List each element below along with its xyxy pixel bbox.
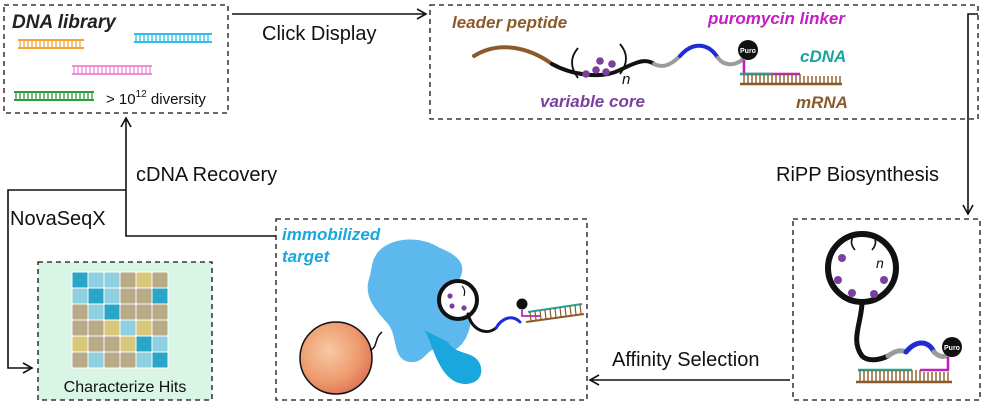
target-label-line2: target bbox=[282, 247, 331, 266]
characterize-hits-label: Characterize Hits bbox=[64, 379, 187, 396]
dna-cyan-duplex bbox=[134, 33, 212, 43]
macrocycle-tail bbox=[854, 299, 891, 363]
macrocycle-ring bbox=[825, 231, 899, 305]
dna-green-duplex bbox=[14, 91, 94, 101]
leader-peptide-chain bbox=[472, 45, 554, 66]
puro-label: Puro bbox=[740, 48, 756, 55]
ring-residues bbox=[834, 254, 888, 298]
dna-pink-duplex bbox=[72, 65, 152, 75]
target-protein-domain bbox=[424, 330, 482, 384]
puro-bead bbox=[738, 40, 758, 60]
hits-heatmap bbox=[71, 271, 169, 369]
target-label-line1: immobilized bbox=[282, 225, 381, 244]
target-protein bbox=[367, 239, 471, 363]
bound-tail bbox=[466, 312, 498, 333]
dna-library-panel: DNA library > 1012 diversity bbox=[3, 4, 229, 114]
cdna-recovery-step: cDNA Recovery bbox=[120, 116, 277, 237]
macro-puromycin-strand bbox=[920, 357, 950, 372]
click-display-step: Click Display bbox=[232, 8, 428, 45]
cdna-label: cDNA bbox=[800, 47, 846, 66]
core-peptide-chain bbox=[550, 59, 656, 78]
puromycin-linker-label: puromycin linker bbox=[707, 9, 846, 28]
bead-tether bbox=[369, 331, 383, 351]
base-pairs bbox=[743, 74, 841, 84]
macro-puro-bead bbox=[942, 337, 962, 357]
ripp-biosynthesis-label: RiPP Biosynthesis bbox=[776, 164, 939, 186]
macro-base-pairs bbox=[859, 370, 949, 382]
spacer-gray-2 bbox=[716, 56, 744, 67]
click-display-label: Click Display bbox=[262, 23, 376, 45]
novaseqx-step: NovaSeqX bbox=[7, 189, 126, 374]
bound-residues bbox=[447, 293, 467, 311]
ring-repeat-n: n bbox=[876, 255, 884, 271]
construct-panel: leader peptide puromycin linker cDNA mRN… bbox=[429, 4, 979, 120]
mrna-label: mRNA bbox=[796, 93, 848, 112]
spacer-gray-1 bbox=[652, 54, 682, 68]
variable-core-residues bbox=[582, 57, 616, 78]
dna-orange-duplex bbox=[18, 39, 84, 49]
dna-library-title: DNA library bbox=[12, 12, 117, 33]
spacer-blue bbox=[678, 43, 720, 60]
bound-blue bbox=[494, 316, 522, 330]
affinity-selection-step: Affinity Selection bbox=[588, 349, 790, 386]
leader-peptide-label: leader peptide bbox=[452, 13, 567, 32]
cdna-recovery-label: cDNA Recovery bbox=[136, 164, 277, 186]
ring-right-paren bbox=[871, 233, 877, 251]
macro-blue bbox=[903, 340, 937, 355]
target-panel: immobilized target bbox=[275, 218, 588, 401]
macro-puro-label: Puro bbox=[944, 345, 960, 352]
novaseqx-label: NovaSeqX bbox=[10, 208, 106, 230]
variable-core-label: variable core bbox=[540, 92, 645, 111]
bound-macrocycle bbox=[437, 279, 479, 321]
affinity-selection-label: Affinity Selection bbox=[612, 349, 760, 371]
characterize-hits-panel: Characterize Hits bbox=[37, 261, 213, 401]
diversity-label: > 1012 diversity bbox=[106, 89, 206, 108]
immobilization-bead bbox=[299, 321, 373, 395]
repeat-n-label: n bbox=[622, 71, 630, 88]
ring-left-paren bbox=[850, 233, 856, 251]
bound-puro-bead bbox=[516, 298, 528, 310]
right-paren bbox=[619, 43, 627, 75]
macrocycle-panel: n Puro bbox=[792, 218, 981, 401]
left-paren bbox=[571, 47, 579, 79]
ripp-biosynthesis-step: RiPP Biosynthesis bbox=[776, 13, 978, 216]
